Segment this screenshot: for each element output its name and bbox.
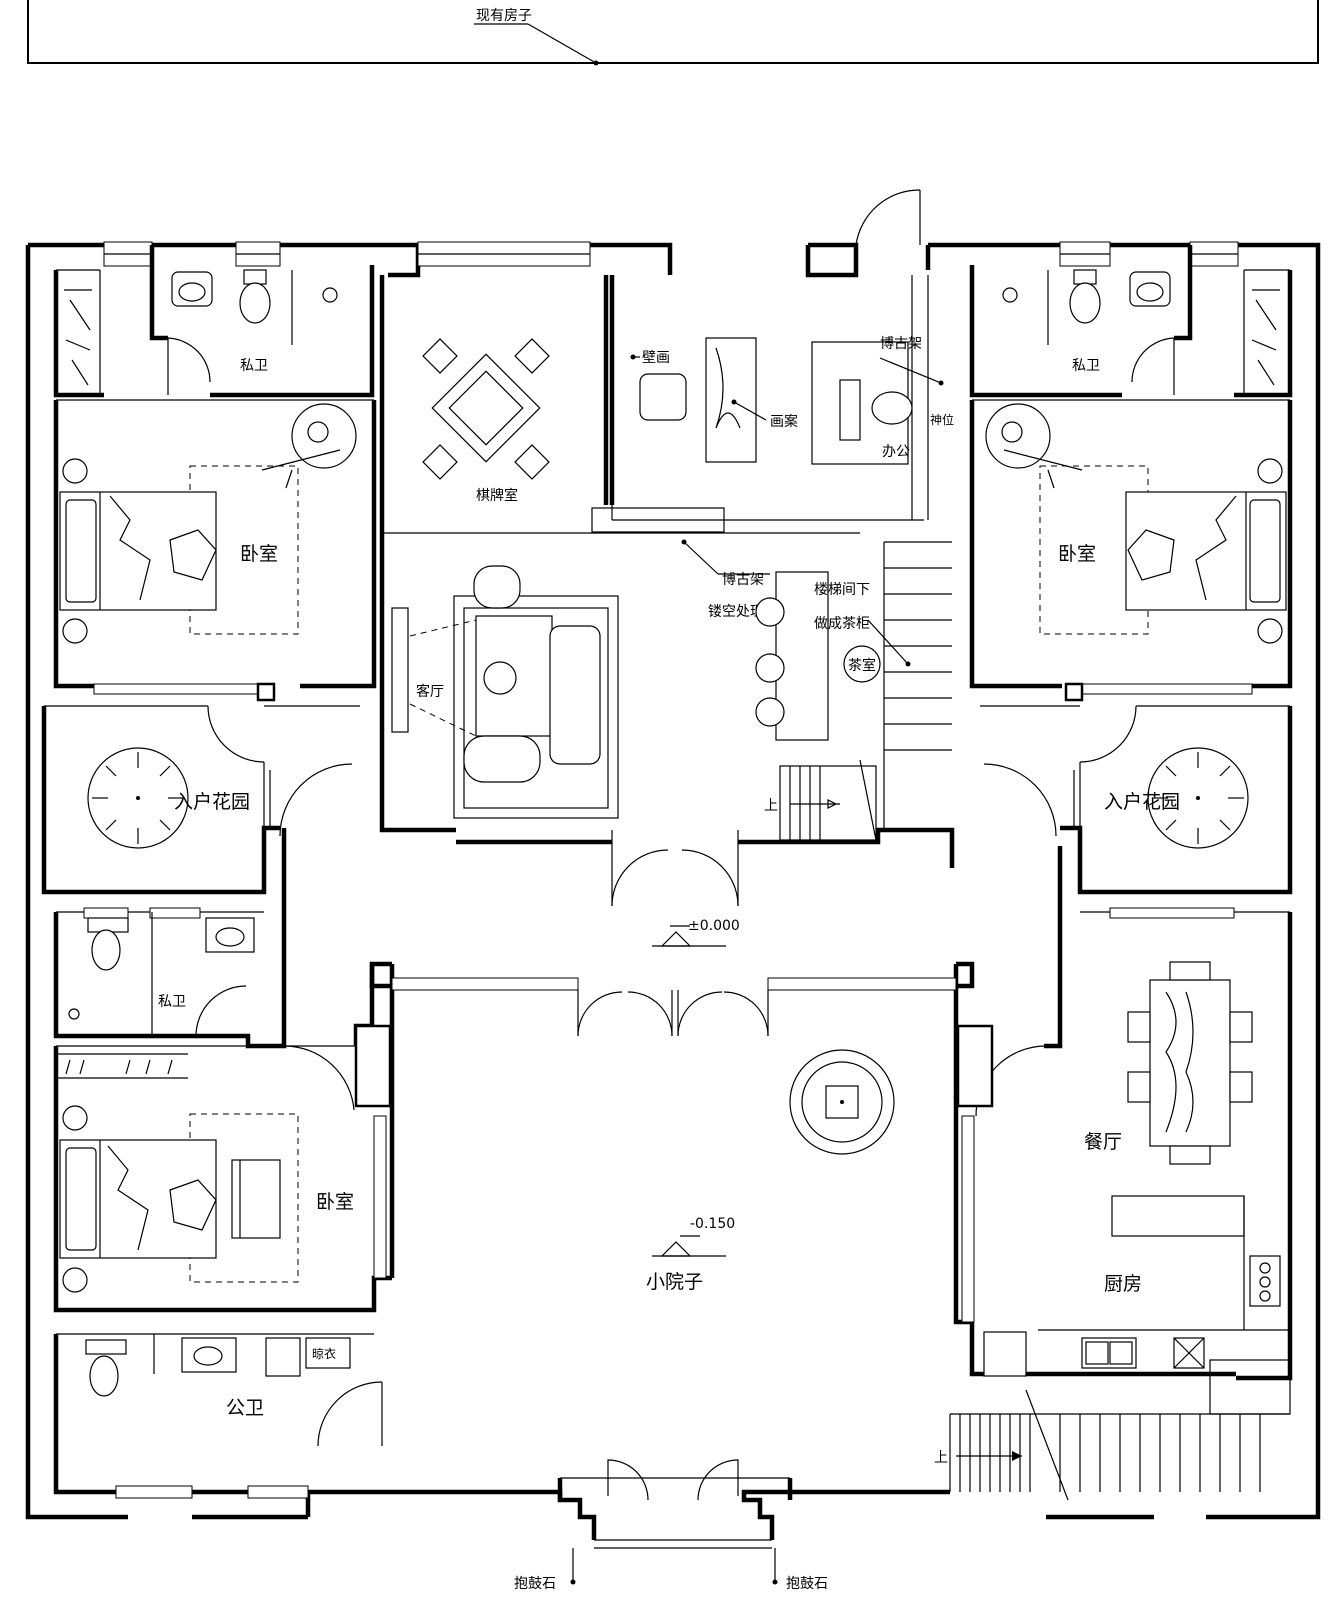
- top-right-bath-block: [969, 245, 1293, 398]
- existing-house: 现有房子: [27, 0, 1319, 66]
- top-left-bath-block: [53, 245, 375, 398]
- entry-garden-right-label: 入户花园: [1104, 791, 1180, 813]
- bedroom-left-top-block: [53, 399, 377, 702]
- dining-kitchen-block: [953, 846, 1293, 1381]
- laundry-label: 晾衣: [312, 1346, 336, 1361]
- bedroom-left-bottom-block: [53, 961, 392, 1313]
- stairs-up-outer-label: 上: [934, 1450, 948, 1466]
- courtyard-label: 小院子: [646, 1271, 703, 1293]
- kitchen-label: 厨房: [1104, 1273, 1142, 1295]
- top-windows: [103, 241, 1239, 267]
- hollow-treatment-label: 镂空处理: [708, 604, 764, 620]
- bedroom-right-label: 卧室: [1058, 543, 1096, 565]
- hall-level-label: ±0.000: [688, 918, 740, 934]
- entry-garden-left-block: [41, 705, 360, 895]
- drum-stone-left-label: 抱鼓石: [514, 1576, 556, 1592]
- living-room-block: [391, 539, 955, 907]
- shrine-label: 神位: [930, 412, 954, 427]
- painting-table-label: 画案: [770, 413, 798, 430]
- outer-stairs-block: [949, 1359, 1291, 1501]
- bedroom-left-bottom-label: 卧室: [316, 1191, 354, 1213]
- courtyard-block: [354, 925, 994, 1585]
- private-bath-left-label: 私卫: [240, 358, 268, 374]
- entry-garden-right-block: [980, 705, 1293, 895]
- entry-garden-left-label: 入户花园: [174, 791, 250, 813]
- public-bath-label: 公卫: [226, 1397, 264, 1419]
- drum-stone-right-label: 抱鼓石: [786, 1576, 828, 1592]
- existing-house-label: 现有房子: [476, 8, 532, 24]
- private-bath-right-label: 私卫: [1072, 358, 1100, 374]
- mural-label: 壁画: [642, 350, 670, 366]
- under-stairs-label-2: 做成茶柜: [814, 616, 870, 632]
- chess-room-label: 棋牌室: [476, 487, 518, 504]
- bedroom-right-block: [969, 399, 1293, 702]
- private-bath-lower-label: 私卫: [158, 994, 186, 1010]
- bedroom-left-top-label: 卧室: [240, 543, 278, 565]
- antique-shelf-mid-label: 博古架: [722, 571, 764, 588]
- public-bath-block: 晾衣: [53, 1333, 383, 1499]
- living-room-label: 客厅: [416, 683, 444, 700]
- office-label: 办公: [882, 444, 910, 460]
- tea-room-label: 茶室: [848, 657, 876, 674]
- private-bath-lower-block: [53, 828, 287, 1049]
- study-block: [609, 189, 944, 521]
- antique-shelf-top-label: 博古架: [880, 335, 922, 352]
- under-stairs-label-1: 楼梯间下: [814, 582, 870, 598]
- courtyard-level-label: -0.150: [690, 1216, 735, 1232]
- exterior-walls: [25, 242, 1321, 1549]
- stairs-up-inner-label: 上: [764, 798, 778, 814]
- tea-room-block: [755, 541, 952, 841]
- dining-label: 餐厅: [1084, 1131, 1122, 1153]
